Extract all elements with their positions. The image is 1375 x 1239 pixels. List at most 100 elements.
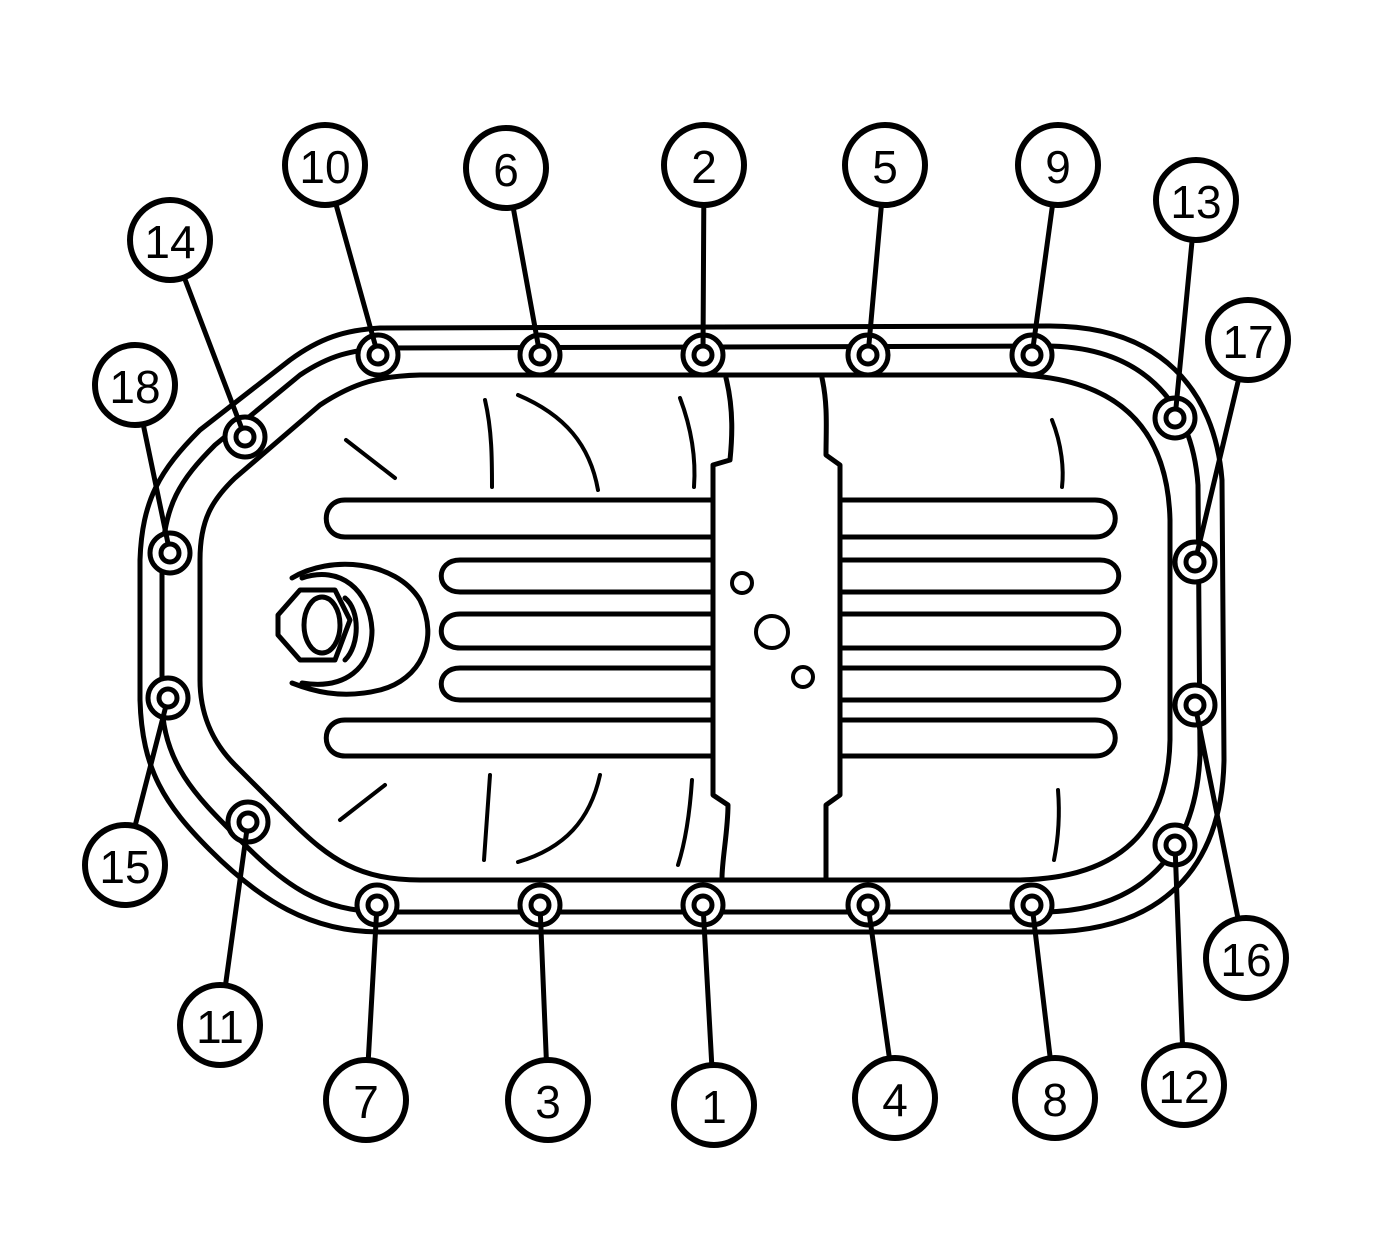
callout-circle-17 [1205,297,1291,383]
bolt-4: 4 [845,882,938,1141]
bolt-hole-10 [366,343,390,367]
callout-leader-6 [510,204,541,348]
bolt-11: 11 [177,799,271,1068]
callout-circle-6 [463,125,549,211]
bolt-14: 14 [127,197,268,460]
bolt-hole-6 [528,343,552,367]
bolt-hole-14 [233,425,257,449]
bolt-2: 2 [661,122,747,378]
callout-leader-3 [537,912,549,1063]
bolt-hole-16 [1183,693,1207,717]
callout-label-8: 8 [1042,1074,1068,1126]
center-brace-right [819,375,843,881]
callout-label-4: 4 [882,1074,908,1126]
bolt-18: 18 [92,342,193,576]
callout-circle-4 [852,1055,938,1141]
callout-circle-8 [1012,1055,1098,1141]
left-ribs [323,497,716,759]
callout-label-9: 9 [1045,141,1071,193]
callout-leader-15 [132,705,169,829]
bolt-hole-2 [691,343,715,367]
callout-circle-5 [842,122,928,208]
bolt-hole-9 [1020,343,1044,367]
bolt-3: 3 [505,882,591,1143]
bolt-7: 7 [323,882,409,1143]
bolt-hole-15 [156,686,180,710]
callout-leader-4 [866,912,892,1061]
callout-label-5: 5 [872,141,898,193]
callout-label-11: 11 [196,1001,244,1053]
callout-circle-11 [177,982,263,1068]
bolt-hole-3 [528,893,552,917]
drain-plug-boss [275,561,431,697]
callout-leader-13 [1173,237,1195,411]
callout-label-17: 17 [1222,316,1273,368]
callout-leader-8 [1030,912,1053,1061]
bolt-10: 10 [282,122,401,378]
bolt-hole-17 [1183,550,1207,574]
bolt-hole-7 [365,893,389,917]
callout-circle-7 [323,1057,409,1143]
bolt-17: 17 [1172,297,1291,585]
bolt-16: 16 [1172,682,1289,1001]
callout-label-14: 14 [144,216,195,268]
callout-label-16: 16 [1220,934,1271,986]
callout-leader-5 [866,202,884,348]
callout-circle-3 [505,1057,591,1143]
bolt-hole-8 [1020,893,1044,917]
plate-hole-large [754,614,790,650]
callout-leader-7 [365,912,379,1063]
right-ribs [837,497,1122,759]
callout-circle-9 [1015,122,1101,208]
callout-label-13: 13 [1170,176,1221,228]
bolt-1: 1 [671,882,757,1148]
callout-leader-17 [1194,376,1242,555]
callout-label-10: 10 [299,141,350,193]
callout-leader-14 [181,274,244,431]
bolt-5: 5 [842,122,928,378]
pan-body-outline [197,372,1173,883]
callout-leader-10 [333,201,378,348]
plate-hole-small-bottom [791,665,815,689]
callout-circle-12 [1141,1042,1227,1128]
callout-circle-13 [1153,157,1239,243]
bolt-9: 9 [1009,122,1101,378]
callout-label-7: 7 [353,1076,379,1128]
bolt-15: 15 [82,675,191,908]
callout-leader-9 [1030,202,1056,348]
callout-leader-12 [1172,852,1186,1048]
callout-circle-10 [282,122,368,208]
callout-leader-18 [140,421,171,546]
callout-circle-1 [671,1062,757,1148]
bolt-hole-11 [236,810,260,834]
callout-label-12: 12 [1158,1061,1209,1113]
callout-circle-18 [92,342,178,428]
callout-label-18: 18 [109,361,160,413]
callout-circle-2 [661,122,747,208]
bolt-hole-5 [856,343,880,367]
bolt-hole-18 [158,541,182,565]
callout-label-2: 2 [691,141,717,193]
callout-circle-15 [82,822,168,908]
bolt-8: 8 [1009,882,1098,1141]
callout-leader-11 [222,829,250,988]
bolt-12: 12 [1141,822,1227,1128]
bolt-hole-1 [691,893,715,917]
plate-hole-small-top [730,571,754,595]
bolt-hole-4 [856,893,880,917]
bolt-13: 13 [1152,157,1239,441]
callout-circle-14 [127,197,213,283]
bolt-hole-12 [1163,833,1187,857]
callout-label-3: 3 [535,1076,561,1128]
callout-circle-16 [1203,915,1289,1001]
callout-label-15: 15 [99,841,150,893]
pan-contour-lines [338,393,1065,867]
callout-leader-16 [1194,712,1241,922]
bolt-hole-13 [1163,406,1187,430]
callout-leader-1 [701,912,715,1068]
callout-label-1: 1 [701,1081,727,1133]
pan-flange-inner [159,343,1203,915]
bolt-6: 6 [463,125,563,378]
